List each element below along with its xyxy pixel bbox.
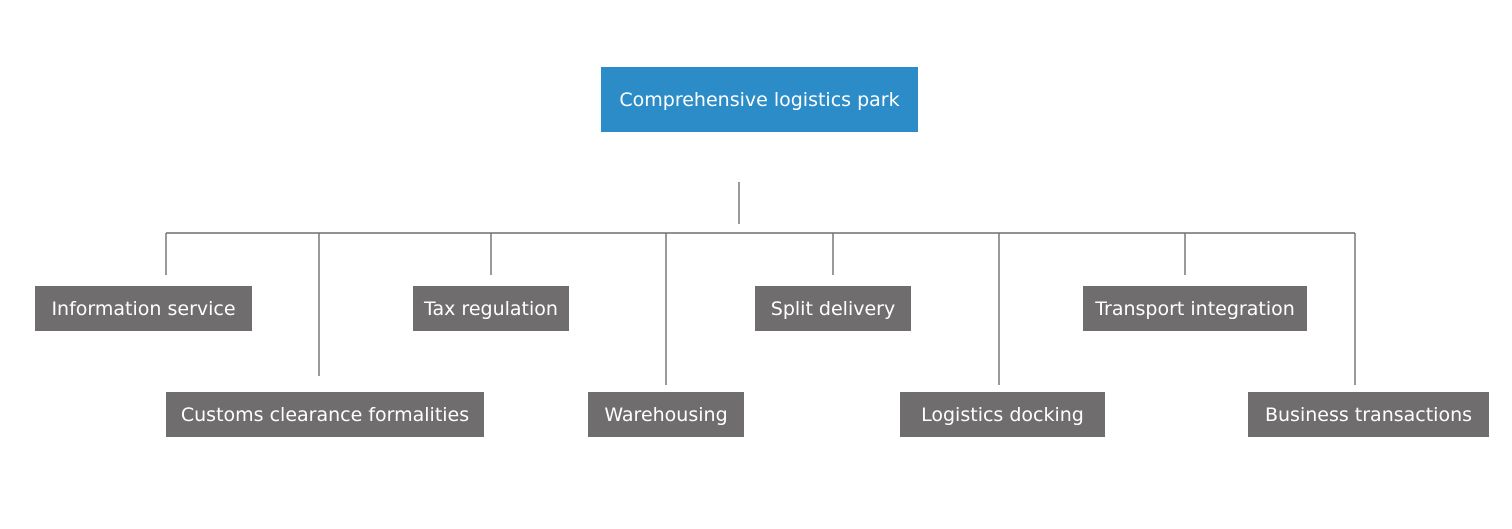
node-logistics-docking: Logistics docking bbox=[900, 392, 1105, 437]
root-node-label: Comprehensive logistics park bbox=[619, 88, 900, 111]
node-label: Transport integration bbox=[1095, 297, 1295, 320]
node-split-delivery: Split delivery bbox=[755, 286, 911, 331]
node-tax-regulation: Tax regulation bbox=[413, 286, 569, 331]
node-label: Information service bbox=[51, 297, 236, 320]
node-transport-integration: Transport integration bbox=[1083, 286, 1307, 331]
node-business-transactions: Business transactions bbox=[1248, 392, 1489, 437]
root-node: Comprehensive logistics park bbox=[601, 67, 918, 132]
node-warehousing: Warehousing bbox=[588, 392, 744, 437]
node-label: Customs clearance formalities bbox=[180, 403, 470, 426]
node-label: Business transactions bbox=[1264, 403, 1473, 426]
node-label: Split delivery bbox=[770, 297, 896, 320]
node-customs-clearance-formalities: Customs clearance formalities bbox=[166, 392, 484, 437]
node-label: Tax regulation bbox=[424, 297, 558, 320]
node-label: Warehousing bbox=[604, 403, 728, 426]
node-label: Logistics docking bbox=[921, 403, 1084, 426]
node-information-service: Information service bbox=[35, 286, 252, 331]
